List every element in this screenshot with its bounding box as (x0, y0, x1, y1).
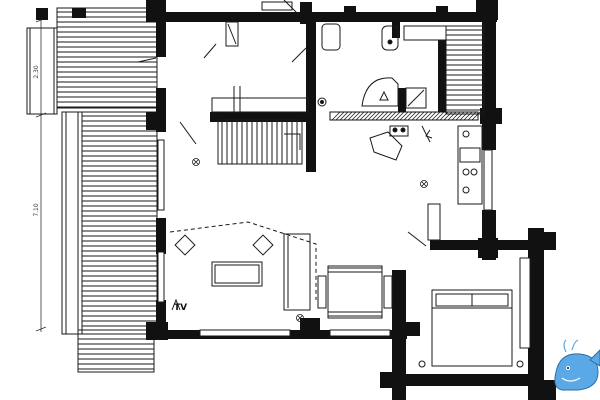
interior-stair (211, 86, 309, 165)
drawing-line (363, 111, 373, 121)
drawing-line (399, 111, 409, 121)
drawing-line (339, 111, 349, 121)
drawing-line (443, 111, 453, 121)
hatched-partition (329, 111, 481, 121)
drawing-line (379, 111, 389, 121)
drawing-line (431, 111, 441, 121)
drawing-line (455, 111, 465, 121)
upper-deck-stair (26, 7, 158, 115)
top-right-stair (403, 25, 485, 115)
drawing-line (375, 111, 385, 121)
drawing-line (387, 111, 397, 121)
drawing-line (421, 181, 427, 187)
ceiling-light-icon (296, 314, 304, 322)
drawing-line (351, 111, 361, 121)
dimension-label-upper: 2.30 (33, 65, 40, 79)
drawing-line (427, 111, 437, 121)
interior-walls (210, 12, 446, 172)
whale-logo-icon (554, 339, 600, 391)
ceiling-light-icon (420, 180, 428, 188)
bathroom-fixtures (225, 21, 427, 109)
dimension-label-lower: 7.10 (33, 203, 40, 217)
drawing-line (347, 111, 357, 121)
drawing-line (371, 111, 381, 121)
drawing-line (447, 111, 457, 121)
lower-deck-stair (61, 111, 158, 373)
windows (157, 1, 531, 349)
drawing-line (297, 315, 303, 321)
ceiling-light-icon (192, 158, 200, 166)
dimension-line (35, 17, 47, 332)
bedroom-bed (418, 289, 524, 368)
drawing-line (331, 111, 341, 121)
drawing-line (459, 111, 469, 121)
drawing-line (335, 111, 345, 121)
drawing-line (415, 111, 425, 121)
doors (137, 0, 427, 247)
drawing-line (471, 111, 481, 121)
drawing-line (411, 111, 421, 121)
drawing-line (419, 111, 429, 121)
drawing-line (367, 111, 377, 121)
drawing-line (467, 111, 477, 121)
drawing-line (451, 111, 461, 121)
drawing-line (193, 159, 199, 165)
drawing-line (403, 111, 413, 121)
living-room-furniture (169, 221, 393, 319)
drawing-line (355, 111, 365, 121)
drawing-line (423, 111, 433, 121)
drawing-line (407, 111, 417, 121)
drawing-line (343, 111, 353, 121)
kitchen-counter (369, 125, 483, 241)
drawing-line (435, 111, 445, 121)
drawing-line (359, 111, 369, 121)
drawing-line (395, 111, 405, 121)
ceiling-lights (192, 158, 428, 322)
drawing-line (439, 111, 449, 121)
drawing-line (383, 111, 393, 121)
drawing-line (391, 111, 401, 121)
drawing-line (463, 111, 473, 121)
tv-label: TV (174, 303, 187, 313)
